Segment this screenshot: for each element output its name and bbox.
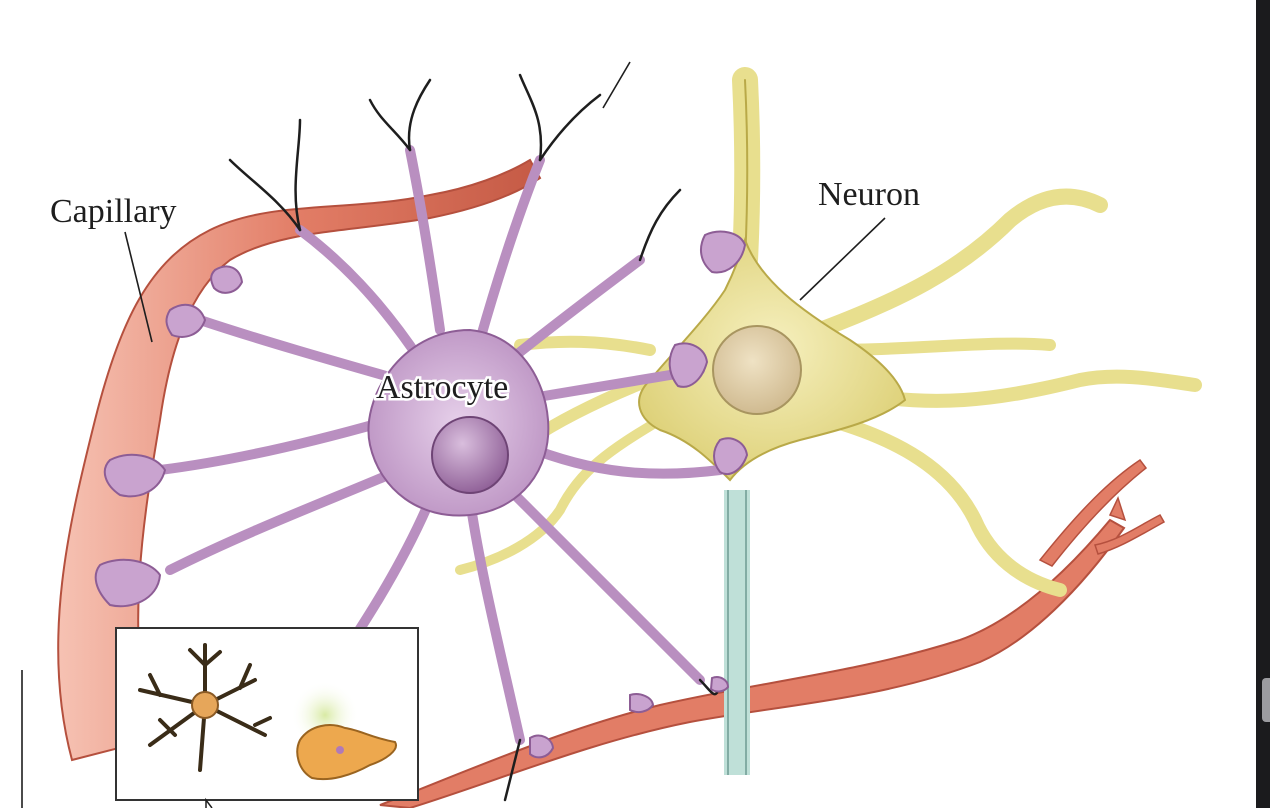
neuron	[455, 67, 1202, 775]
capillary-branch-1	[1038, 458, 1148, 567]
neuron-nucleus	[712, 325, 802, 415]
leader-lines	[21, 61, 886, 808]
scrollbar-thumb[interactable]	[1262, 678, 1270, 722]
astrocyte	[94, 73, 749, 802]
inset-star-soma	[191, 691, 219, 719]
capillary-leader-line	[124, 231, 153, 343]
inset-arrow-icon	[205, 797, 213, 808]
myelin-sheath	[727, 490, 747, 775]
inset-reactive-astrocyte	[296, 724, 397, 781]
inset-panel	[115, 627, 419, 801]
capillary-label: Capillary	[50, 193, 177, 230]
astrocyte-label: Astrocyte	[376, 369, 508, 406]
capillary-vessel-bottom	[379, 518, 1126, 808]
neuron-label: Neuron	[818, 176, 920, 213]
inset-frame	[115, 627, 419, 801]
stray-leader-line	[602, 61, 631, 109]
capillary-branch-2	[1094, 514, 1166, 555]
inset-reactive-nucleus	[336, 746, 344, 754]
capillary-branch-3	[1108, 495, 1127, 522]
vertical-scrollbar[interactable]	[1256, 0, 1270, 808]
astrocyte-nucleus	[431, 416, 509, 494]
neuron-leader-line	[799, 217, 886, 301]
astrocyte-endfeet	[94, 230, 749, 759]
